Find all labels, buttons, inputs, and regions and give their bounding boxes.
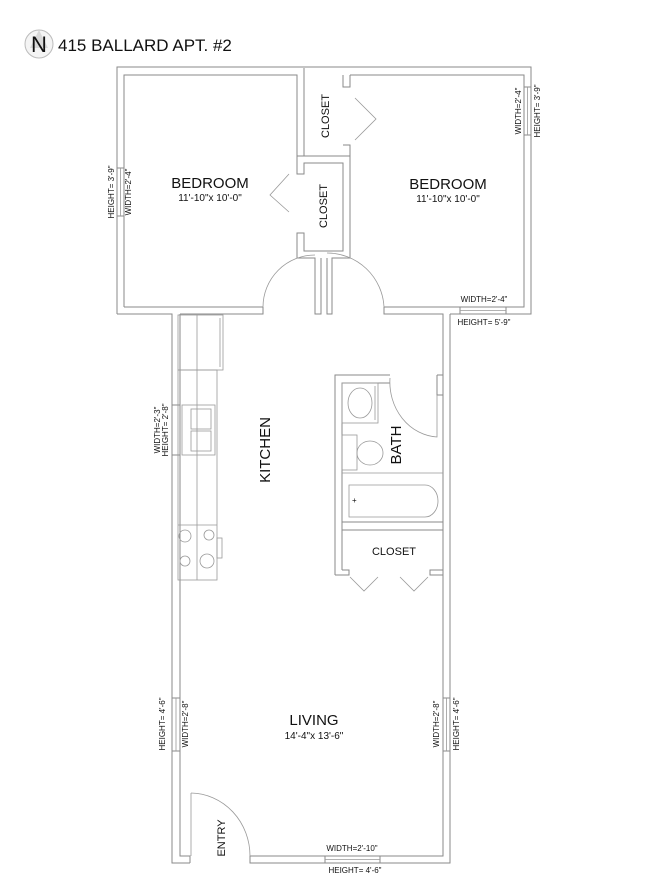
living-bottom-window-height: HEIGHT= 4'-6" bbox=[328, 866, 381, 875]
plan-title: 415 BALLARD APT. #2 bbox=[58, 36, 232, 55]
bedroom-left-label: BEDROOM bbox=[171, 175, 249, 192]
living-bottom-window-width: WIDTH=2'-10" bbox=[326, 844, 377, 853]
bedroom-right-size: 11'-10"x 10'-0" bbox=[416, 194, 480, 205]
bath-label: BATH bbox=[388, 426, 405, 465]
window-labels: HEIGHT= 3'-9" WIDTH=2'-4" WIDTH=2'-4" HE… bbox=[107, 84, 542, 875]
compass-icon: N bbox=[24, 29, 54, 59]
bed-right-window-width: WIDTH=2'-4" bbox=[514, 87, 523, 134]
windows bbox=[116, 86, 532, 864]
kitchen-label: KITCHEN bbox=[257, 417, 274, 483]
entry-label: ENTRY bbox=[216, 819, 228, 857]
kitchen-window-width: WIDTH=2'-3" bbox=[153, 406, 162, 453]
doors bbox=[190, 97, 438, 857]
svg-text:+: + bbox=[352, 496, 357, 505]
closet-upper-label: CLOSET bbox=[320, 94, 332, 138]
bed-right-bottom-window-height: HEIGHT= 5'-9" bbox=[457, 318, 510, 327]
room-labels: BEDROOM 11'-10"x 10'-0" BEDROOM 11'-10"x… bbox=[171, 94, 487, 857]
living-label: LIVING bbox=[289, 712, 338, 729]
bed-left-window-height: HEIGHT= 3'-9" bbox=[107, 165, 116, 218]
bed-right-bottom-window-width: WIDTH=2'-4" bbox=[461, 295, 508, 304]
closet-hall-label: CLOSET bbox=[372, 546, 416, 558]
living-size: 14'-4"x 13'-6" bbox=[285, 731, 344, 742]
living-left-window-width: WIDTH=2'-8" bbox=[181, 700, 190, 747]
bedroom-left-size: 11'-10"x 10'-0" bbox=[178, 193, 242, 204]
bath-fixtures: + bbox=[341, 382, 443, 518]
compass-letter: N bbox=[31, 32, 47, 57]
closet-lower-label: CLOSET bbox=[318, 184, 330, 228]
kitchen-fixtures bbox=[177, 314, 224, 581]
bedroom-right-label: BEDROOM bbox=[409, 176, 487, 193]
bed-left-window-width: WIDTH=2'-4" bbox=[124, 168, 133, 215]
bed-right-window-height: HEIGHT= 3'-9" bbox=[533, 84, 542, 137]
kitchen-window-height: HEIGHT= 2'-8" bbox=[161, 403, 170, 456]
living-right-window-height: HEIGHT= 4'-6" bbox=[452, 697, 461, 750]
living-left-window-height: HEIGHT= 4'-6" bbox=[158, 697, 167, 750]
living-right-window-width: WIDTH=2'-8" bbox=[432, 700, 441, 747]
